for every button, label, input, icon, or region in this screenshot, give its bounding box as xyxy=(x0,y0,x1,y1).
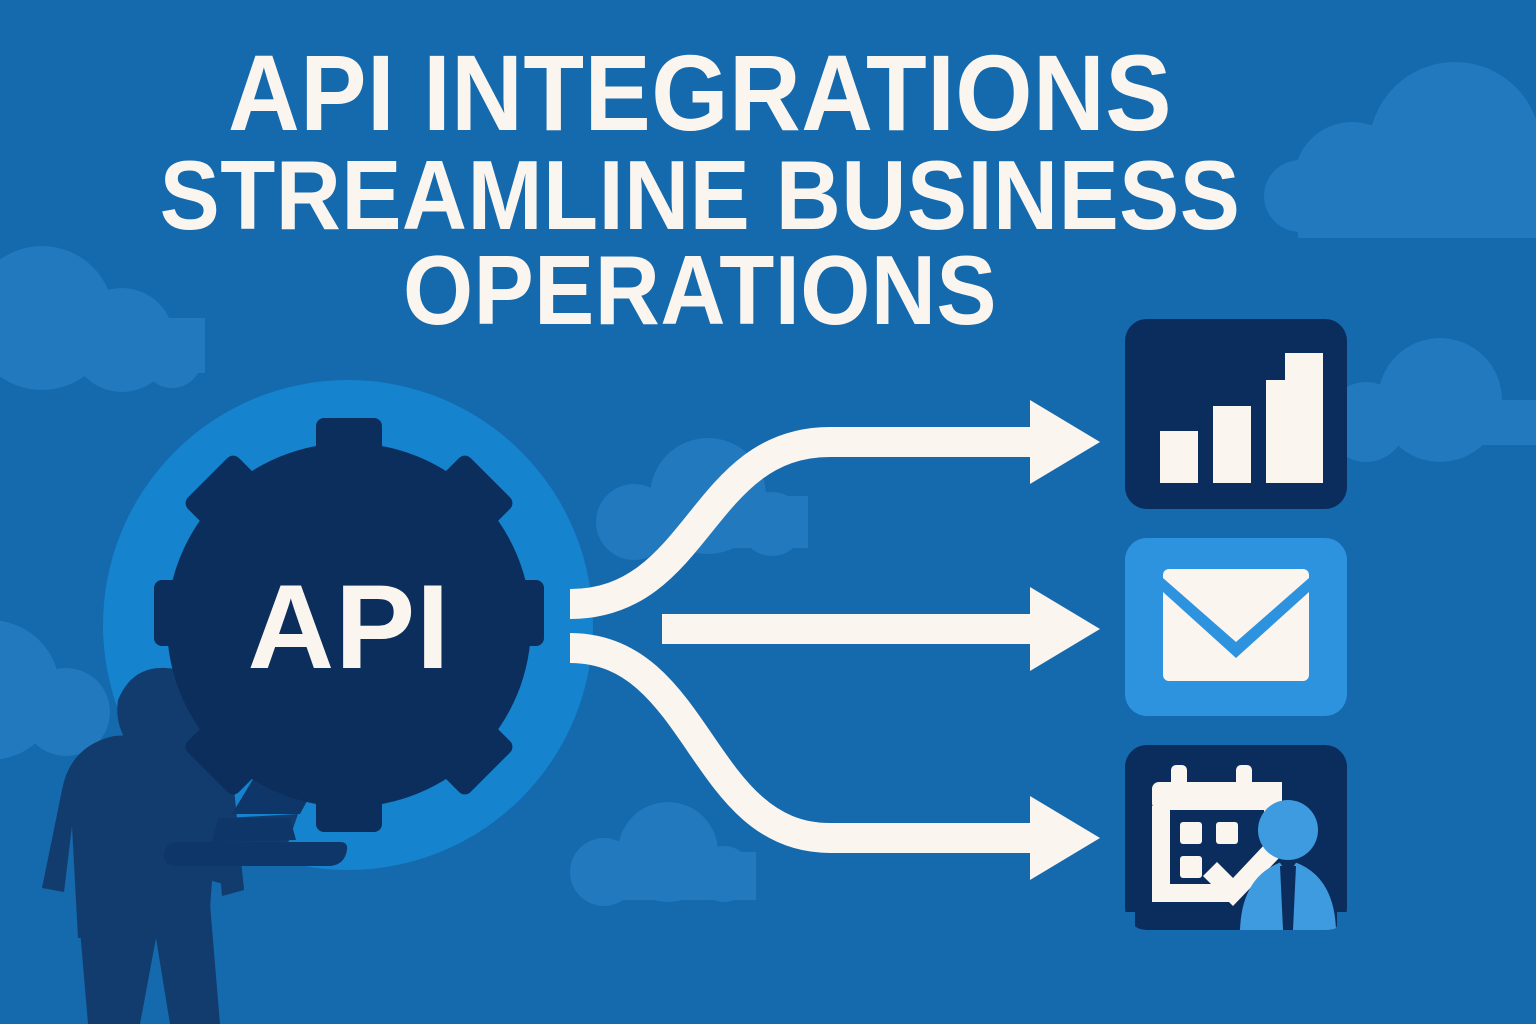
gear-body xyxy=(167,443,531,807)
arrow-to-analytics-shaft xyxy=(569,427,1040,619)
arrowhead-group xyxy=(1030,400,1100,880)
arrow-to-email-head xyxy=(1030,587,1100,671)
collar-icon xyxy=(1278,860,1298,874)
analytics-tile[interactable] xyxy=(1125,319,1347,509)
cloud-left-upper xyxy=(0,246,205,392)
tile-clip-mask-left xyxy=(1125,912,1135,934)
arrow-to-scheduling-head xyxy=(1030,796,1100,880)
check-icon xyxy=(1203,844,1279,906)
scheduling-tile[interactable] xyxy=(1125,745,1347,956)
tile-clip-mask-right xyxy=(1337,912,1347,934)
cloud-bottom-center xyxy=(570,802,756,906)
arrow-to-analytics-head xyxy=(1030,400,1100,484)
envelope-icon xyxy=(1163,569,1309,681)
cloud-top-right xyxy=(1264,62,1536,238)
tile-clip-mask xyxy=(1125,930,1347,956)
tile-corner-mask-br xyxy=(1325,908,1347,930)
email-tile[interactable] xyxy=(1125,538,1347,716)
tile-corner-mask-bl xyxy=(1125,908,1147,930)
gear-label: API xyxy=(247,560,450,694)
connector-group xyxy=(569,427,1040,853)
person-with-laptop-illustration xyxy=(42,667,298,1024)
gear-icon: API xyxy=(154,418,544,832)
cloud-bottom-left xyxy=(0,620,110,760)
necktie-icon xyxy=(1280,866,1296,930)
bar-chart-icon xyxy=(1160,353,1323,483)
arrow-to-scheduling-shaft xyxy=(569,633,1040,853)
